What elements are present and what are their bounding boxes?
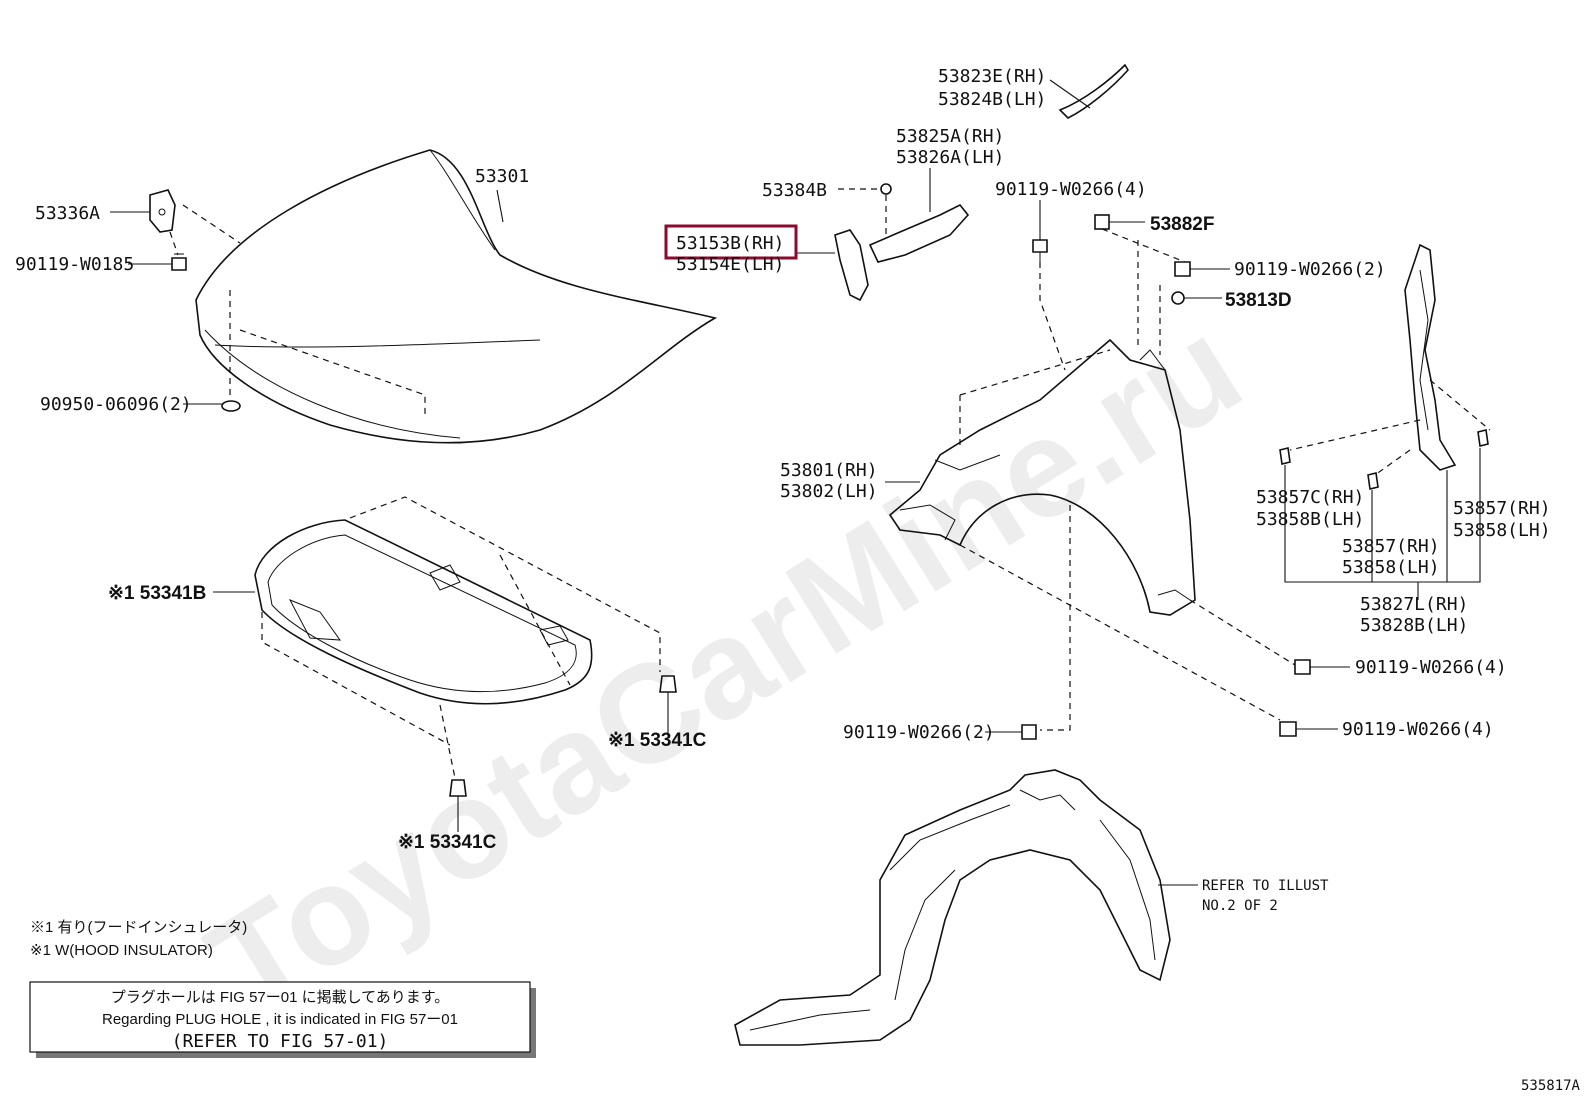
hood-panel[interactable] xyxy=(195,149,718,444)
label-53858B[interactable]: 53858B(LH) xyxy=(1256,509,1364,530)
seal-strip[interactable] xyxy=(1058,63,1129,119)
label-90119-W0266-2-low[interactable]: 90119-W0266(2) xyxy=(843,722,995,743)
label-90950-06096[interactable]: 90950-06096(2) xyxy=(40,394,192,415)
clip-icon[interactable] xyxy=(449,779,467,797)
label-53823E[interactable]: 53823E(RH) xyxy=(938,66,1046,87)
label-53824B[interactable]: 53824B(LH) xyxy=(938,89,1046,110)
label-53341C-right[interactable]: ※1 53341C xyxy=(608,730,707,751)
label-53858-mid[interactable]: 53858(LH) xyxy=(1342,557,1440,578)
highlight-box xyxy=(664,224,798,260)
plug-hole-notice-box xyxy=(29,981,536,1058)
label-90119-W0266-2-top[interactable]: 90119-W0266(2) xyxy=(1234,259,1386,280)
label-53825A[interactable]: 53825A(RH) xyxy=(896,126,1004,147)
label-90119-W0266-4-mid[interactable]: 90119-W0266(4) xyxy=(1355,657,1507,678)
notice-line-en: Regarding PLUG HOLE , it is indicated in… xyxy=(102,1011,458,1028)
footnote-en: ※1 W(HOOD INSULATOR) xyxy=(30,942,213,959)
cushion-icon[interactable] xyxy=(1094,214,1110,230)
label-90119-W0185[interactable]: 90119-W0185 xyxy=(15,254,134,275)
hood-side-seal[interactable] xyxy=(834,229,869,302)
label-53341B[interactable]: ※1 53341B xyxy=(108,583,206,604)
label-53826A[interactable]: 53826A(LH) xyxy=(896,147,1004,168)
label-53857-right[interactable]: 53857(RH) xyxy=(1453,498,1551,519)
label-53336A[interactable]: 53336A xyxy=(35,203,100,224)
hood-hinge[interactable] xyxy=(149,189,176,233)
clip-icon[interactable] xyxy=(1367,472,1379,490)
bolt-icon[interactable] xyxy=(1021,724,1037,740)
figure-id: 535817A xyxy=(1521,1078,1581,1094)
clip-icon[interactable] xyxy=(1477,429,1489,447)
label-53882F[interactable]: 53882F xyxy=(1150,214,1214,235)
label-53813D[interactable]: 53813D xyxy=(1225,290,1292,311)
watermark: ToyotaCarMine.ru xyxy=(183,287,1267,1045)
clip-icon[interactable] xyxy=(1279,447,1291,465)
front-fender[interactable] xyxy=(888,338,1196,616)
label-53384B[interactable]: 53384B xyxy=(762,180,827,201)
label-90119-W0266-4-top[interactable]: 90119-W0266(4) xyxy=(995,179,1147,200)
bolt-icon[interactable] xyxy=(1294,659,1311,675)
fender-support-bracket[interactable] xyxy=(868,203,970,263)
refer-note-line1: REFER TO ILLUST xyxy=(1202,878,1329,894)
fender-seal[interactable] xyxy=(1404,243,1457,471)
notice-refer[interactable]: (REFER TO FIG 57-01) xyxy=(172,1031,389,1052)
label-53801[interactable]: 53801(RH) xyxy=(780,460,878,481)
notice-line-jp: プラグホールは FIG 57ー01 に掲載してあります。 xyxy=(111,989,449,1006)
label-53802[interactable]: 53802(LH) xyxy=(780,481,878,502)
label-53341C-bottom[interactable]: ※1 53341C xyxy=(398,832,497,853)
fender-liner[interactable] xyxy=(734,769,1171,1046)
label-53154E[interactable]: 53154E(LH) xyxy=(676,254,784,275)
hood-plug-icon[interactable] xyxy=(221,400,241,412)
label-53828B[interactable]: 53828B(LH) xyxy=(1360,615,1468,636)
hood-insulator[interactable] xyxy=(254,519,593,705)
label-53857-mid[interactable]: 53857(RH) xyxy=(1342,536,1440,557)
label-90119-W0266-4-low[interactable]: 90119-W0266(4) xyxy=(1342,719,1494,740)
label-53153B[interactable]: 53153B(RH) xyxy=(676,233,784,254)
bolt-icon[interactable] xyxy=(171,253,187,271)
refer-note-line2: NO.2 OF 2 xyxy=(1202,898,1278,914)
label-53301[interactable]: 53301 xyxy=(475,166,529,187)
label-53857C[interactable]: 53857C(RH) xyxy=(1256,487,1364,508)
bolt-icon[interactable] xyxy=(1279,721,1297,737)
label-53858-right[interactable]: 53858(LH) xyxy=(1453,520,1551,541)
bolt-icon[interactable] xyxy=(1174,261,1191,277)
clip-icon[interactable] xyxy=(880,183,892,195)
clip-icon[interactable] xyxy=(659,675,677,693)
bolt-icon[interactable] xyxy=(1032,239,1048,262)
footnote-jp: ※1 有り(フードインシュレータ) xyxy=(30,919,247,936)
label-53827L[interactable]: 53827L(RH) xyxy=(1360,594,1468,615)
